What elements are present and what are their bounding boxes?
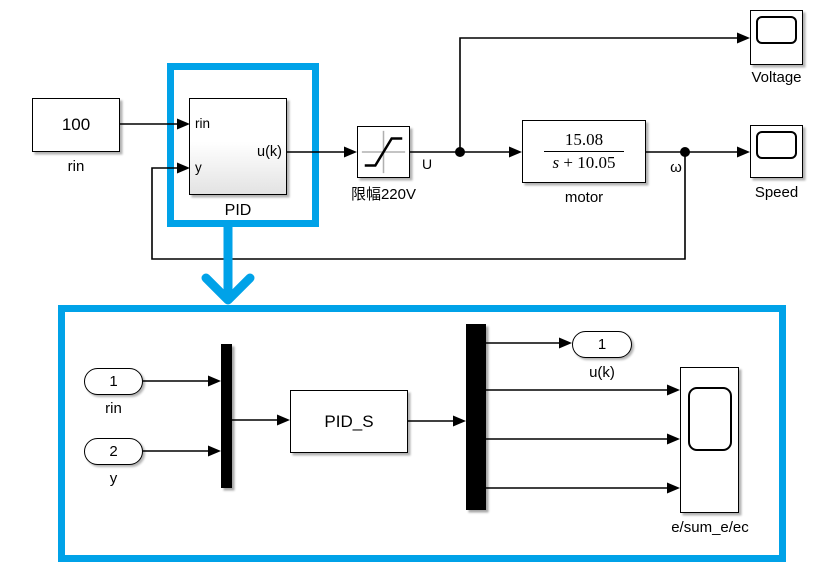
signal-wire[interactable] <box>486 433 680 445</box>
signal-wire[interactable] <box>408 415 466 427</box>
speed-scope-label: Speed <box>754 184 799 201</box>
signal-wire[interactable] <box>232 414 290 426</box>
pid-inport-y-label: y <box>195 160 202 175</box>
signal-wire[interactable] <box>151 146 750 260</box>
esum-scope-block[interactable] <box>680 367 739 513</box>
outport-1-label: u(k) <box>589 364 615 381</box>
voltage-scope-label: Voltage <box>751 69 802 86</box>
outport-1-number: 1 <box>597 336 607 353</box>
inport-1-label: rin <box>105 400 122 417</box>
constant-block-label: rin <box>67 158 85 175</box>
pid-subsystem-block[interactable]: rin y u(k) <box>189 98 287 195</box>
scope-screen-icon <box>756 131 797 159</box>
signal-wire[interactable] <box>410 32 750 158</box>
signal-wire[interactable] <box>486 482 680 494</box>
signal-wire[interactable] <box>143 445 221 457</box>
demux-block[interactable] <box>466 324 486 510</box>
speed-scope-block[interactable] <box>750 125 803 178</box>
esum-scope-label: e/sum_e/ec <box>671 519 749 536</box>
pid-outport-uk-label: u(k) <box>257 144 282 160</box>
scope-screen-icon <box>688 387 732 451</box>
subsystem-highlight-frame <box>58 305 786 562</box>
pid-block-label: PID <box>224 202 252 219</box>
inport-2-label: y <box>109 470 118 487</box>
outport-1-block[interactable]: 1 <box>572 331 632 358</box>
saturation-block-label: 限幅220V <box>350 186 417 203</box>
pid-s-label: PID_S <box>324 411 374 431</box>
mux-block[interactable] <box>221 344 232 488</box>
signal-label-omega: ω <box>670 159 682 176</box>
constant-block[interactable]: 100 <box>32 98 120 152</box>
saturation-icon <box>361 130 406 174</box>
scope-screen-icon <box>756 16 797 44</box>
zoom-annotation-arrow <box>201 224 255 305</box>
inport-1-number: 1 <box>109 373 118 390</box>
transfer-fcn-block[interactable]: 15.08 s + 10.05 <box>522 120 646 183</box>
signal-wire[interactable] <box>486 337 572 349</box>
saturation-block[interactable] <box>357 126 410 178</box>
signal-wire[interactable] <box>120 118 190 130</box>
transfer-fcn-numerator: 15.08 <box>564 130 604 150</box>
signal-wire[interactable] <box>486 384 680 396</box>
signal-label-u: U <box>421 156 433 172</box>
inport-2-number: 2 <box>109 443 118 460</box>
inport-1-block[interactable]: 1 <box>84 368 143 395</box>
transfer-fcn-block-label: motor <box>564 189 604 206</box>
pid-highlight-box <box>167 63 319 227</box>
constant-value: 100 <box>61 115 91 134</box>
signal-wire[interactable] <box>287 146 357 158</box>
signal-wire[interactable] <box>143 375 221 387</box>
voltage-scope-block[interactable] <box>750 10 803 65</box>
transfer-fcn-denominator: s + 10.05 <box>552 153 616 172</box>
inport-2-block[interactable]: 2 <box>84 438 143 465</box>
pid-s-block[interactable]: PID_S <box>290 390 408 453</box>
pid-inport-rin-label: rin <box>195 116 211 131</box>
fraction-bar <box>544 151 624 152</box>
